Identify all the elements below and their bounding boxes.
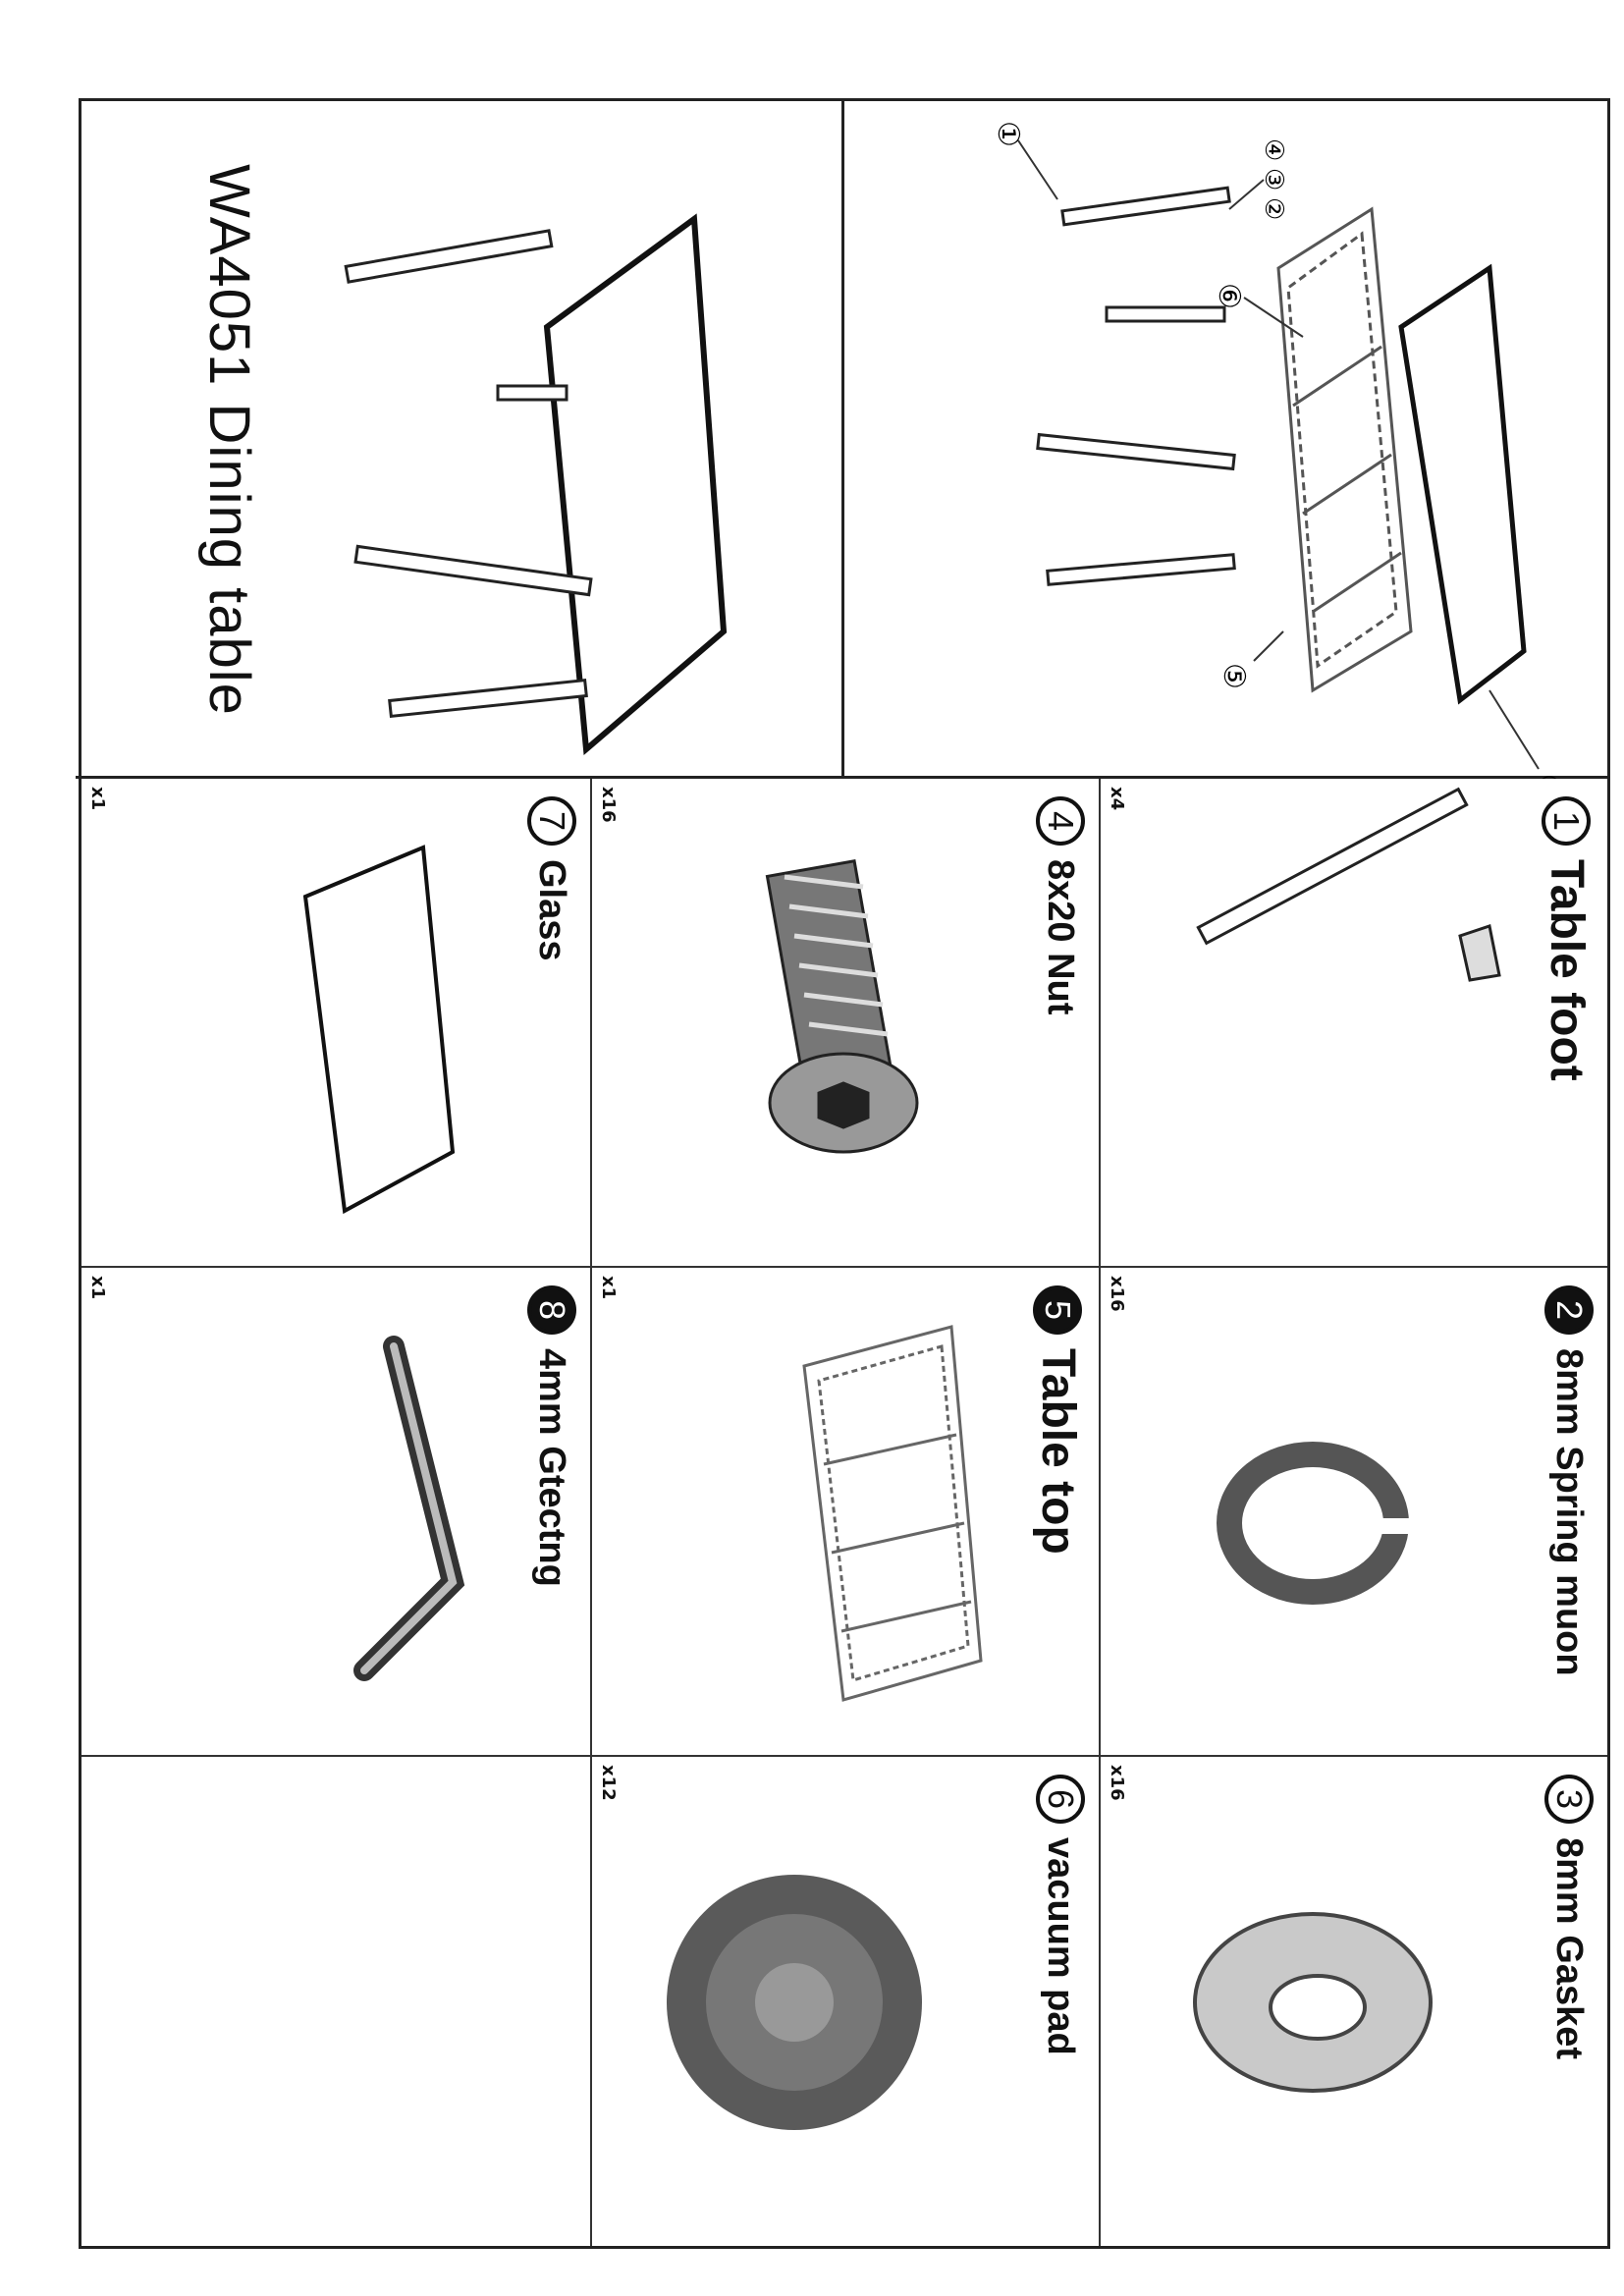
part-cell-1: 1 Table foot x4 <box>1099 779 1607 1268</box>
callout-5: ⑤ <box>1217 663 1251 689</box>
exploded-view-panel: ⑦ ⑥ ⑤ ④ ③ ② ① <box>841 101 1607 800</box>
table-leg-icon <box>1196 787 1501 982</box>
part-quantity: x16 <box>1107 1765 1127 1801</box>
part-quantity: x1 <box>598 1276 619 1300</box>
exploded-glass-plate <box>1398 263 1527 705</box>
part-quantity: x16 <box>598 787 619 823</box>
exploded-view-diagram: ⑦ ⑥ ⑤ ④ ③ ② ① <box>991 121 1565 800</box>
exploded-legs <box>1036 186 1236 586</box>
part-cell-5: 5 Table top x1 <box>590 1268 1099 1757</box>
instruction-sheet-frame: ⑦ ⑥ ⑤ ④ ③ ② ① WA40 <box>76 98 1610 2249</box>
spring-washer-icon <box>1217 1442 1411 1605</box>
flat-washer-icon <box>1193 1912 1433 2093</box>
hex-bolt-icon <box>765 859 919 1154</box>
part-cell-7: 7 Glass x1 <box>81 779 590 1268</box>
part-cell-8: 8 4mm Gtectng x1 <box>81 1268 590 1757</box>
empty-cell <box>81 1757 590 2246</box>
allen-key-icon <box>353 1336 465 1681</box>
assembled-table-diagram <box>344 213 728 756</box>
leader-lines <box>1017 139 1540 770</box>
part-cell-3: 3 8mm Gasket x16 <box>1099 1757 1607 2246</box>
callout-2: ② <box>1259 197 1288 220</box>
part-cell-4: 4 8x20 Nut x16 <box>590 779 1099 1268</box>
model-title: WA4051 Dining table <box>197 164 261 716</box>
part-quantity: x12 <box>598 1765 619 1801</box>
overview-column: ⑦ ⑥ ⑤ ④ ③ ② ① WA40 <box>76 101 1607 800</box>
assembled-table-top <box>543 213 728 756</box>
part-quantity: x1 <box>87 1276 108 1300</box>
part-quantity: x4 <box>1107 787 1127 811</box>
callout-6: ⑥ <box>1212 283 1246 309</box>
table-frame-icon <box>802 1325 983 1702</box>
callout-3: ③ <box>1259 168 1288 191</box>
parts-grid: 1 Table foot x4 2 8mm Spring muon <box>81 779 1607 2246</box>
part-quantity: x1 <box>87 787 108 811</box>
callout-1: ① <box>991 121 1025 147</box>
vacuum-pad-icon <box>667 1875 922 2130</box>
part-cell-6: 6 vacuum pad x12 <box>590 1757 1099 2246</box>
assembled-table-legs <box>344 229 593 719</box>
glass-top-icon <box>302 845 456 1215</box>
part-cell-2: 2 8mm Spring muon x16 <box>1099 1268 1607 1757</box>
part-quantity: x16 <box>1107 1276 1127 1312</box>
callout-4: ④ <box>1259 138 1288 161</box>
instruction-sheet: ⑦ ⑥ ⑤ ④ ③ ② ① WA40 <box>76 98 1610 2249</box>
assembled-view-panel: WA4051 Dining table <box>76 101 841 779</box>
exploded-table-frame <box>1276 206 1413 693</box>
